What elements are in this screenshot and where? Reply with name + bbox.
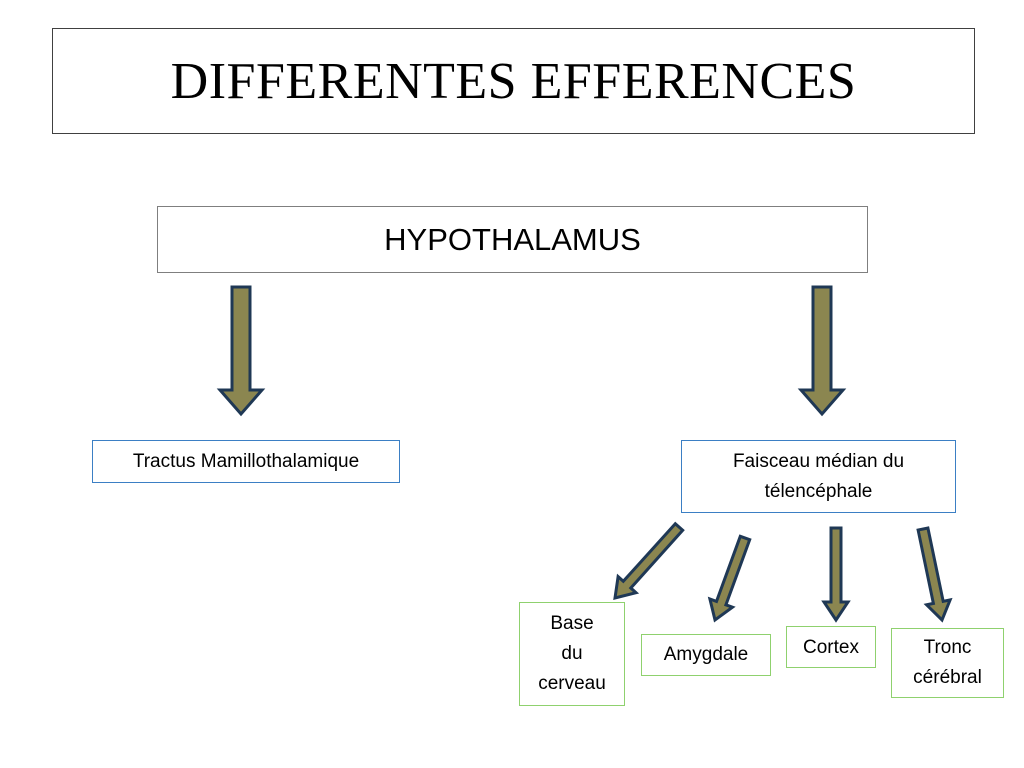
arrow-faisceau-to-amygdale bbox=[707, 534, 752, 623]
node-cortex: Cortex bbox=[786, 626, 876, 668]
node-base-du-cerveau: Base du cerveau bbox=[519, 602, 625, 706]
node-amygdale-label: Amygdale bbox=[663, 644, 749, 665]
node-tronc-label-line2: cérébral bbox=[913, 667, 982, 688]
root-node-label: HYPOTHALAMUS bbox=[384, 221, 641, 257]
node-amygdale: Amygdale bbox=[641, 634, 771, 676]
node-tronc-cerebral: Tronc cérébral bbox=[891, 628, 1004, 698]
arrow-faisceau-to-base bbox=[613, 521, 685, 601]
node-faisceau-label-line2: télencéphale bbox=[764, 481, 873, 502]
arrow-faisceau-to-cortex bbox=[821, 526, 851, 623]
diagram-title: DIFFERENTES EFFERENCES bbox=[170, 52, 857, 110]
node-tractus-label: Tractus Mamillothalamique bbox=[132, 450, 360, 472]
node-faisceau-label-line1: Faisceau médian du bbox=[732, 451, 905, 472]
node-base-label-line3: cerveau bbox=[538, 673, 606, 694]
node-cortex-label: Cortex bbox=[803, 637, 859, 658]
root-node-hypothalamus: HYPOTHALAMUS bbox=[157, 206, 868, 273]
arrow-faisceau-to-tronc bbox=[916, 526, 953, 623]
node-base-label-line1: Base bbox=[550, 613, 594, 634]
node-tractus-mamillothalamique: Tractus Mamillothalamique bbox=[92, 440, 400, 483]
node-tronc-label-line1: Tronc bbox=[923, 637, 972, 658]
node-faisceau-median: Faisceau médian du télencéphale bbox=[681, 440, 956, 513]
arrow-hypothalamus-to-tractus bbox=[216, 285, 266, 417]
arrow-hypothalamus-to-faisceau bbox=[797, 285, 847, 417]
title-box: DIFFERENTES EFFERENCES bbox=[52, 28, 975, 134]
node-base-label-line2: du bbox=[561, 643, 583, 664]
